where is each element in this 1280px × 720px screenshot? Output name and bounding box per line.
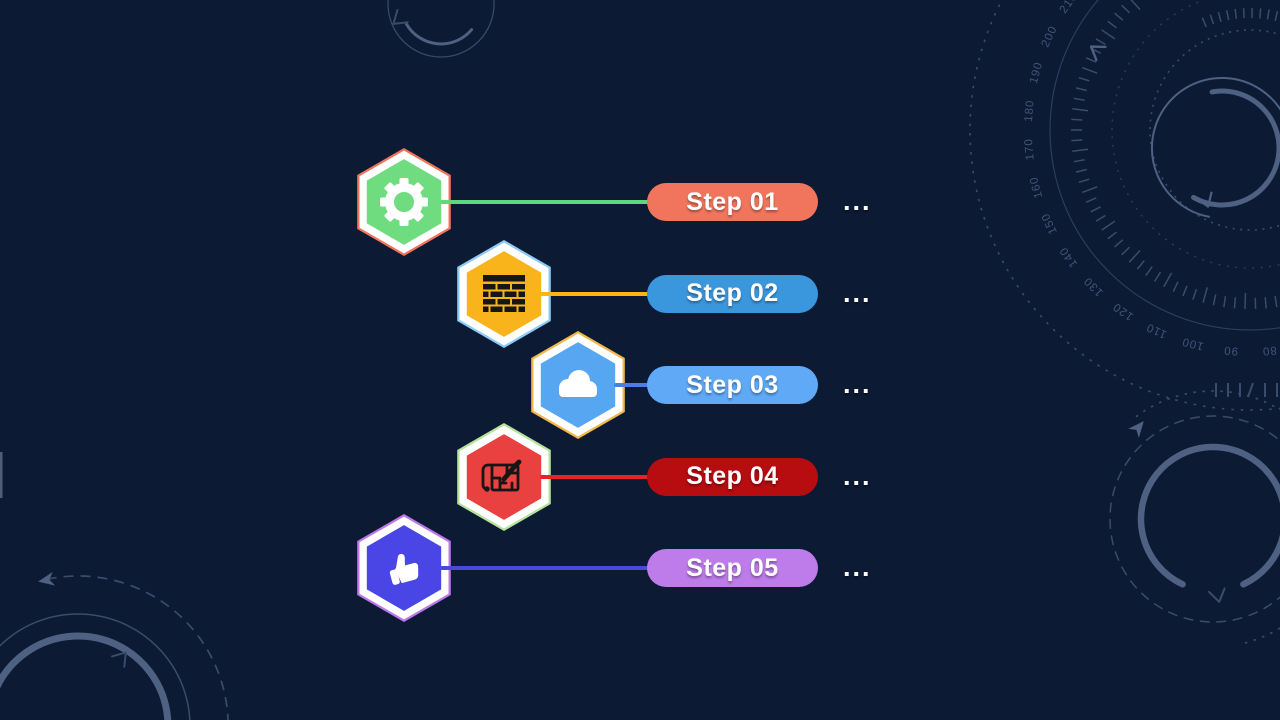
step-ellipsis: ... (843, 277, 872, 308)
svg-text:100: 100 (1180, 335, 1205, 352)
step-connector-line (614, 383, 651, 387)
step-pill: Step 05 (647, 549, 818, 587)
step-connector-line (540, 291, 651, 296)
step-connector-line (440, 566, 651, 570)
svg-text:160: 160 (1028, 175, 1045, 200)
svg-text:90: 90 (1223, 344, 1239, 357)
step-hex-badge (456, 421, 552, 533)
step-label: Step 02 (686, 279, 779, 307)
step-label: Step 01 (686, 187, 779, 216)
step-label: Step 05 (686, 553, 779, 582)
step-ellipsis: ... (843, 460, 872, 491)
blueprint-icon (481, 459, 522, 492)
svg-text:210: 210 (1058, 0, 1081, 16)
step-connector-line (440, 200, 651, 204)
step-hex-badge (356, 512, 452, 624)
step-pill: Step 02 (647, 274, 818, 313)
thumbs-up-icon (389, 553, 419, 585)
svg-text:180: 180 (1023, 99, 1037, 122)
step-hex-badge (456, 238, 552, 350)
gear-icon (380, 178, 428, 226)
svg-text:80: 80 (1261, 344, 1277, 357)
step-ellipsis: ... (843, 186, 872, 216)
step-pill: Step 03 (647, 366, 818, 404)
svg-text:130: 130 (1082, 274, 1106, 298)
step-hex-badge (530, 329, 626, 441)
svg-text:140: 140 (1058, 244, 1081, 269)
svg-text:120: 120 (1111, 300, 1136, 323)
cloud-icon (559, 370, 597, 397)
step-connector-line (540, 474, 651, 479)
step-ellipsis: ... (843, 552, 872, 582)
brick-wall-icon (483, 274, 525, 312)
step-label: Step 03 (686, 370, 779, 399)
step-pill: Step 01 (647, 183, 818, 221)
svg-text:110: 110 (1144, 320, 1168, 340)
step-ellipsis: ... (843, 369, 872, 399)
step-hex-badge (356, 146, 452, 258)
svg-text:150: 150 (1040, 211, 1060, 236)
step-pill: Step 04 (647, 457, 818, 496)
svg-text:170: 170 (1023, 138, 1037, 161)
svg-text:190: 190 (1028, 60, 1045, 85)
step-label: Step 04 (686, 462, 779, 490)
svg-text:200: 200 (1040, 24, 1060, 49)
